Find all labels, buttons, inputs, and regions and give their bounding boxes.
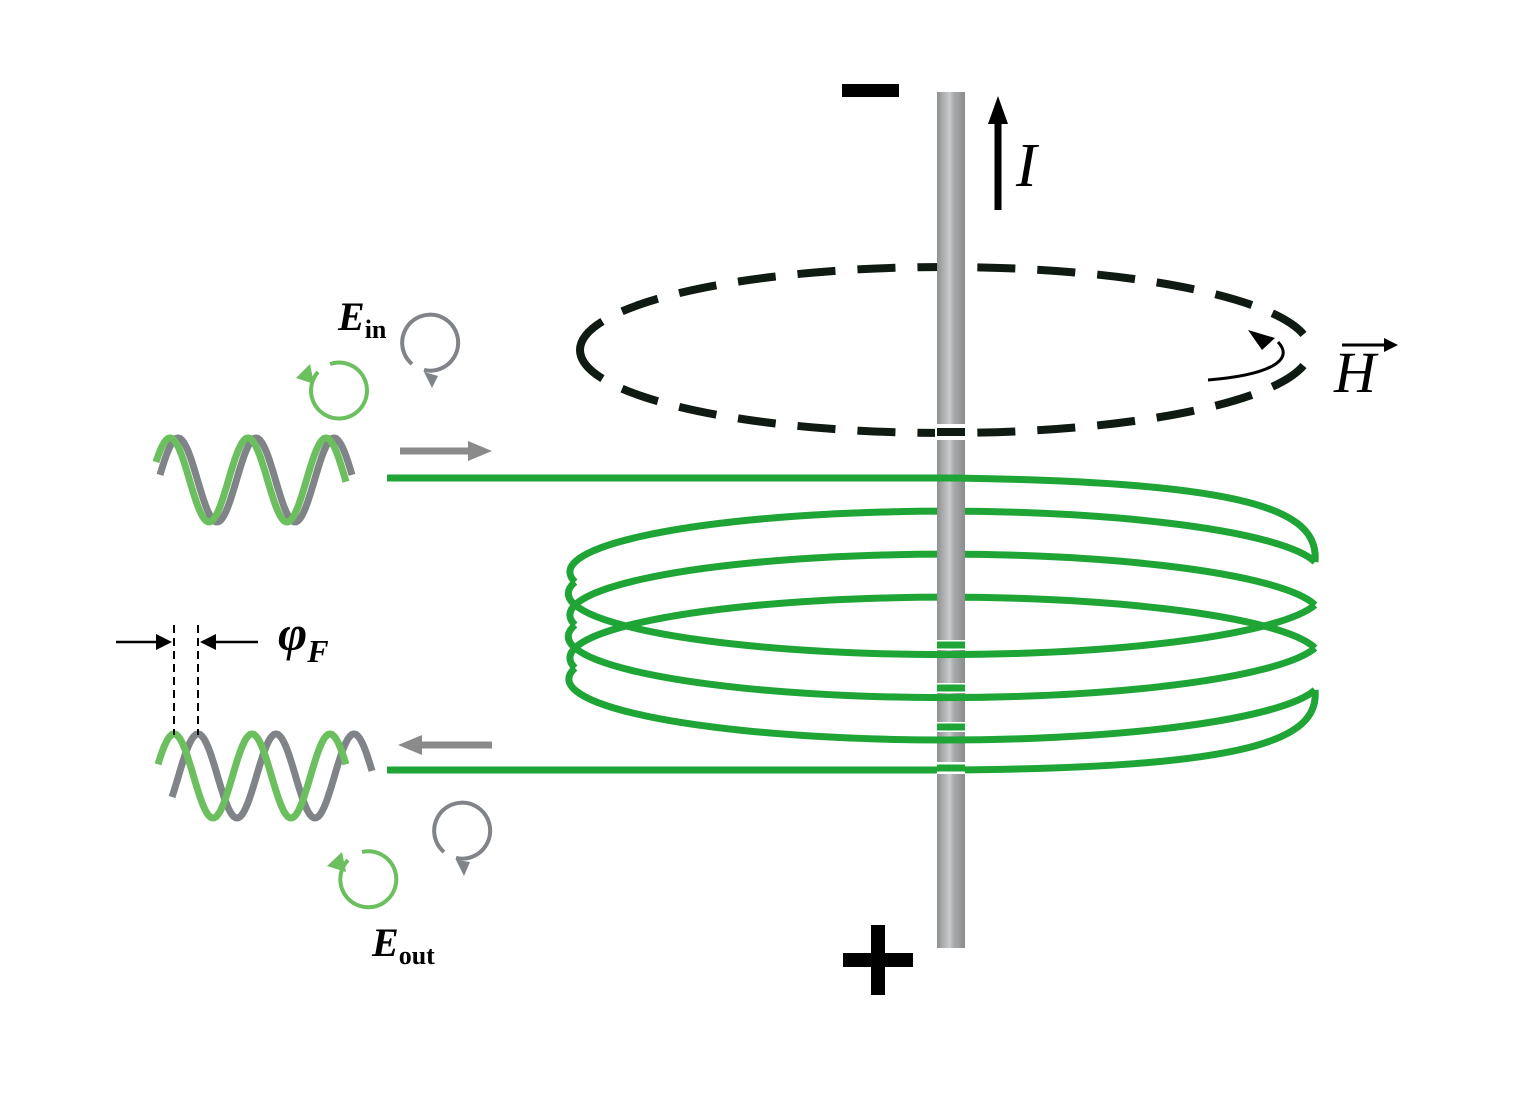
cw-rotation-icon (400, 312, 461, 388)
output-direction-arrow (398, 735, 492, 755)
current-arrow (988, 96, 1008, 210)
ccw-rotation-icon (327, 849, 399, 910)
magnetic-field-loop-front (576, 349, 1314, 440)
coil-back (566, 507, 1318, 671)
field-label: H (1333, 338, 1398, 405)
cw-rotation-icon (432, 800, 493, 876)
minus-terminal-icon (842, 84, 899, 97)
input-wave (152, 434, 356, 526)
field-label-text: H (1333, 340, 1379, 405)
phase-shift-indicator (116, 625, 258, 735)
e-out-label: Eout (371, 920, 435, 970)
input-direction-arrow (400, 441, 492, 461)
field-rotation-arrow (1207, 330, 1285, 382)
coil-front (564, 474, 1319, 774)
e-in-label: Ein (337, 294, 387, 344)
phase-shift-label: φF (278, 605, 329, 669)
output-wave (154, 730, 376, 822)
conducting-rod (937, 92, 965, 948)
ccw-rotation-icon (296, 360, 369, 421)
rod-coil-crossings (937, 640, 965, 774)
plus-terminal-icon (843, 925, 913, 995)
current-label: I (1015, 132, 1040, 200)
